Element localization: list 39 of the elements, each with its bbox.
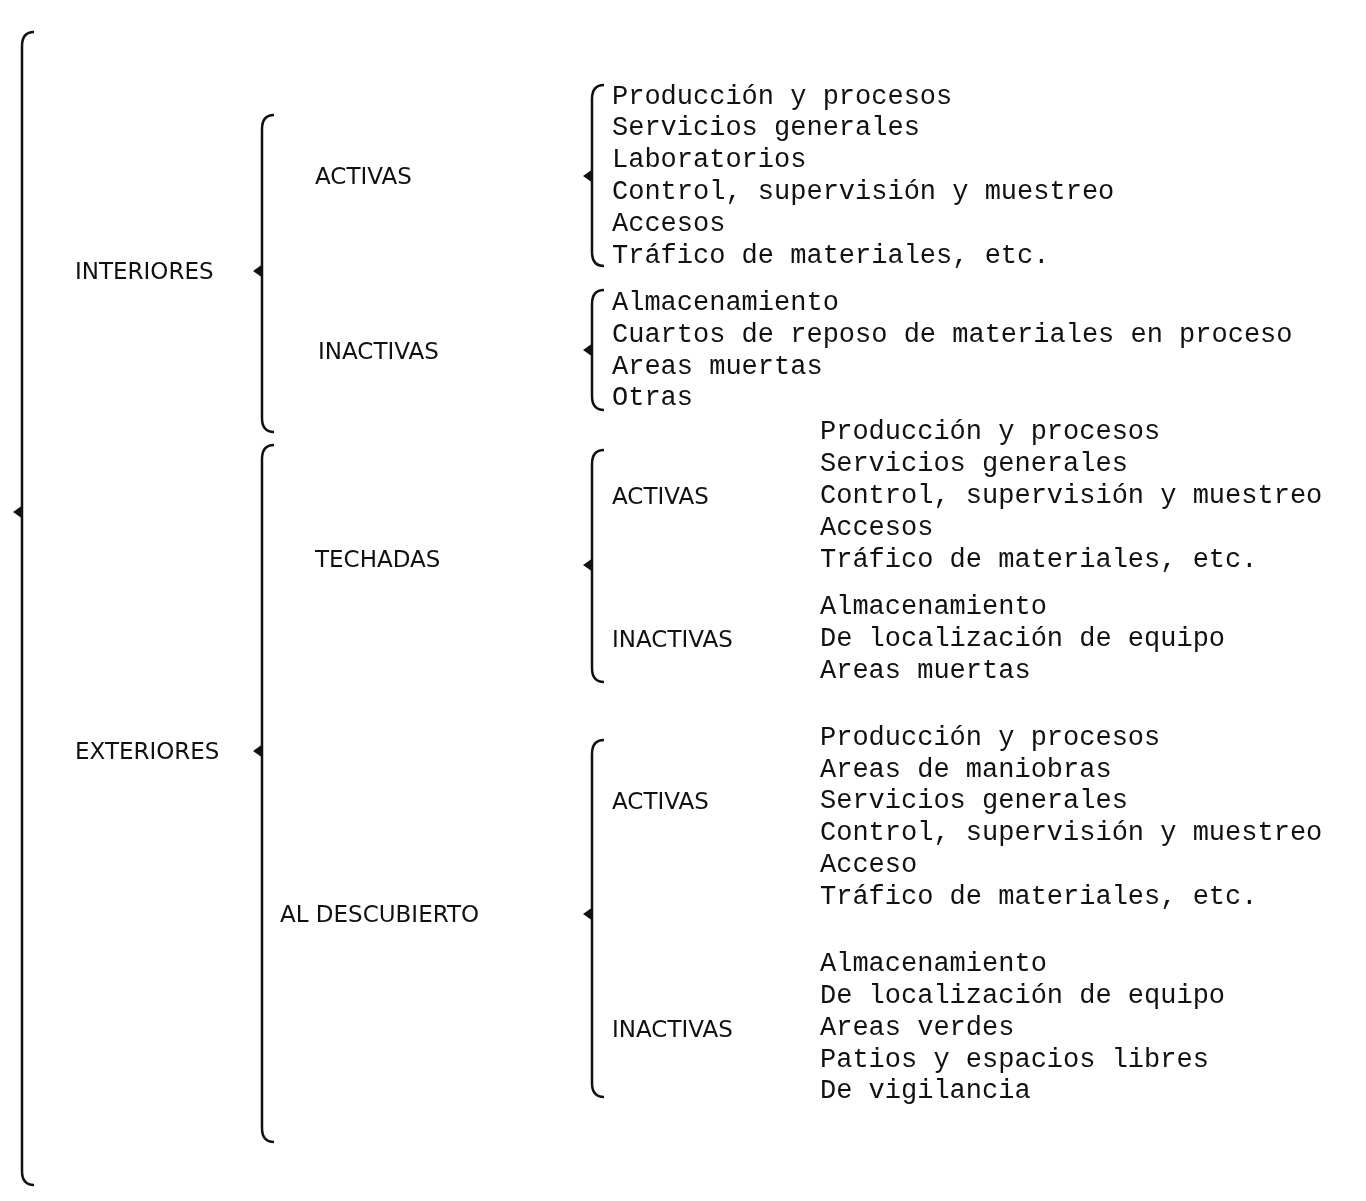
- item-text: Tráfico de materiales, etc.: [612, 240, 1050, 272]
- item-text: Patios y espacios libres: [820, 1044, 1209, 1076]
- category-label: TECHADAS: [315, 545, 441, 574]
- item-text: Cuartos de reposo de materiales en proceso: [612, 319, 1293, 351]
- item-text: Areas muertas: [612, 351, 823, 383]
- category-label: EXTERIORES: [75, 737, 220, 766]
- category-label: ACTIVAS: [315, 162, 412, 191]
- item-text: Tráfico de materiales, etc.: [820, 544, 1258, 576]
- category-label: ACTIVAS: [612, 787, 709, 816]
- item-text: Producción y procesos: [820, 416, 1161, 448]
- item-text: Tráfico de materiales, etc.: [820, 881, 1258, 913]
- item-text: Otras: [612, 382, 693, 414]
- item-text: Producción y procesos: [820, 722, 1161, 754]
- item-text: Almacenamiento: [820, 948, 1047, 980]
- item-text: De vigilancia: [820, 1075, 1031, 1107]
- item-text: Control, supervisión y muestreo: [612, 176, 1115, 208]
- category-label: INACTIVAS: [318, 337, 439, 366]
- item-text: Areas verdes: [820, 1012, 1015, 1044]
- category-label: ACTIVAS: [612, 482, 709, 511]
- item-text: Producción y procesos: [612, 81, 953, 113]
- category-label: AL DESCUBIERTO: [280, 900, 480, 929]
- item-text: Almacenamiento: [612, 287, 839, 319]
- item-text: Areas de maniobras: [820, 754, 1112, 786]
- item-text: De localización de equipo: [820, 623, 1226, 655]
- item-text: Acceso: [820, 849, 918, 881]
- item-text: Accesos: [820, 512, 934, 544]
- item-text: De localización de equipo: [820, 980, 1226, 1012]
- category-label: INTERIORES: [75, 257, 214, 286]
- item-text: Servicios generales: [820, 448, 1128, 480]
- item-text: Servicios generales: [612, 112, 920, 144]
- item-text: Areas muertas: [820, 655, 1031, 687]
- category-label: INACTIVAS: [612, 625, 733, 654]
- item-text: Servicios generales: [820, 785, 1128, 817]
- item-text: Control, supervisión y muestreo: [820, 480, 1323, 512]
- item-text: Laboratorios: [612, 144, 807, 176]
- item-text: Accesos: [612, 208, 726, 240]
- category-label: INACTIVAS: [612, 1015, 733, 1044]
- item-text: Almacenamiento: [820, 591, 1047, 623]
- item-text: Control, supervisión y muestreo: [820, 817, 1323, 849]
